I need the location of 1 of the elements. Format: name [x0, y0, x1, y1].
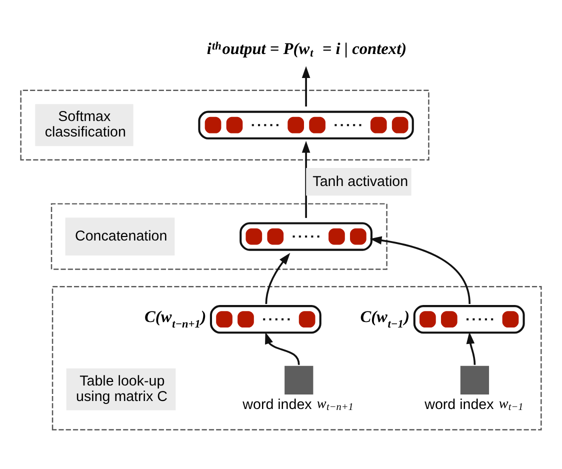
edge-label: Tanh activation	[312, 174, 408, 190]
